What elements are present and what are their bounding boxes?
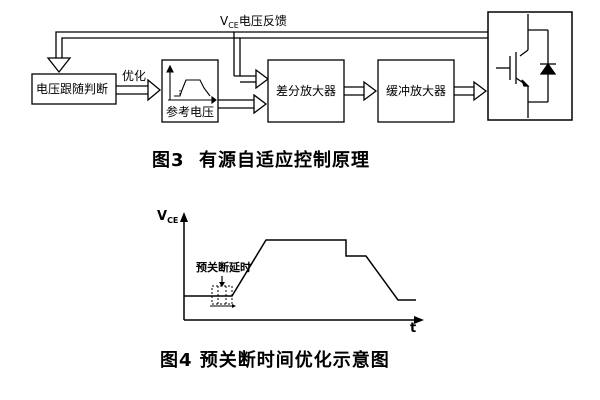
fig3-caption: 图3 有源自适应控制原理 (152, 150, 371, 171)
voltage-follow-label: 电压跟随判断 (36, 82, 109, 96)
voltage-follow-block (31, 73, 117, 105)
optimize-arrow (116, 78, 162, 102)
optimize-label: 优化 (122, 69, 147, 83)
buffer-amp-block (377, 59, 455, 123)
fig4-caption: 图4 预关断时间优化示意图 (160, 350, 390, 371)
ref-to-diff-arrow (218, 93, 268, 115)
vce-feedback-v: V (220, 14, 229, 28)
fig4-ylabel-sub: CE (167, 216, 179, 225)
fig4-axes (183, 218, 416, 321)
igbt-symbol-icon (496, 14, 557, 118)
buffer-amp-label: 缓冲放大器 (386, 84, 447, 98)
reference-voltage-label: 参考电压 (166, 105, 215, 119)
vce-feedback-label: VCE电压反馈 (220, 15, 287, 30)
diff-top-input-arrow (234, 75, 256, 83)
feedback-arrow-down (46, 57, 72, 74)
vce-waveform (184, 239, 416, 301)
reference-waveform-icon (166, 64, 217, 105)
fig4-x-arrow-icon (414, 316, 424, 324)
diff-amp-label: 差分放大器 (276, 84, 337, 98)
diff-amp-block (267, 59, 345, 123)
pre-turnoff-delay-label: 预关断延时 (196, 261, 251, 274)
fig4-ylabel: VCE (157, 210, 178, 225)
pre-turnoff-delay-marker (211, 285, 233, 305)
buffer-to-igbt-arrow (454, 80, 488, 102)
diff-to-buffer-arrow (344, 80, 378, 102)
fig4-ylabel-v: V (157, 209, 168, 224)
vce-feedback-rest: 电压反馈 (238, 14, 287, 28)
igbt-module-box (487, 11, 573, 121)
fig4-y-arrow-icon (180, 212, 188, 222)
fig4-xlabel: t (410, 321, 417, 336)
vce-feedback-path (55, 31, 488, 76)
vce-feedback-sub: CE (228, 21, 239, 30)
